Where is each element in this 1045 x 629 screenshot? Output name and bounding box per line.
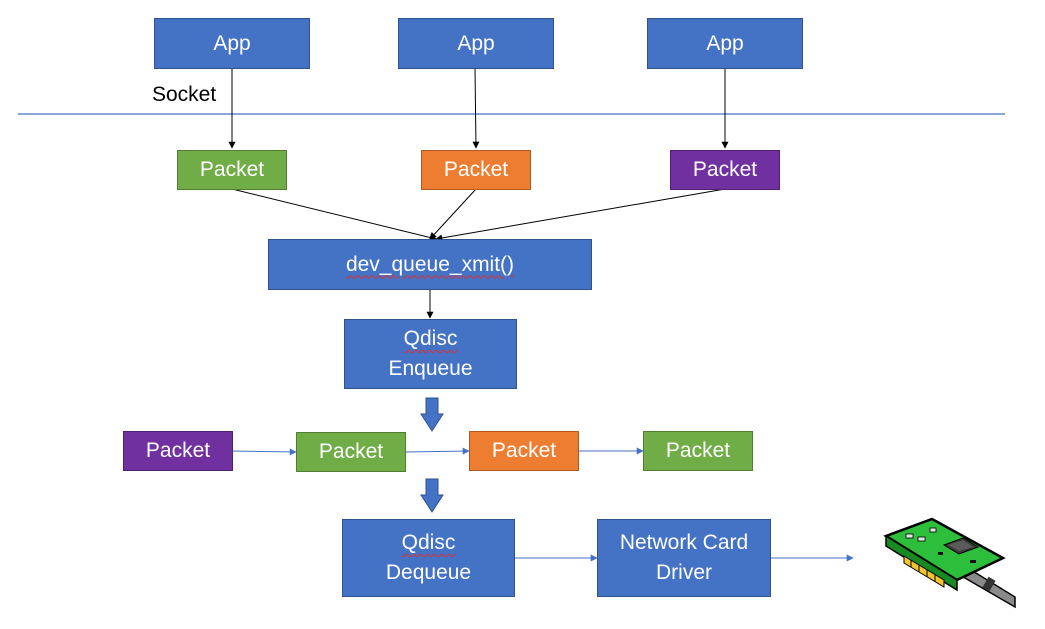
dev-queue-xmit-box: dev_queue_xmit() xyxy=(268,239,592,290)
connector-queue-2-3 xyxy=(405,447,470,455)
network-card-icon xyxy=(883,517,1016,609)
packet-label: Packet xyxy=(318,440,384,463)
qdisc-dequeue-line2: Dequeue xyxy=(385,561,472,584)
packet-box: Packet xyxy=(670,150,780,190)
app-box-label: App xyxy=(213,31,251,55)
connector-packet1-xmit xyxy=(231,188,437,241)
connector-packet3-xmit xyxy=(435,188,726,242)
packet-label: Packet xyxy=(665,439,731,462)
packet-label: Packet xyxy=(145,439,211,462)
app-box-label: App xyxy=(706,31,744,55)
dev-queue-xmit-label: dev_queue_xmit() xyxy=(345,252,515,276)
block-arrow-queue-dequeue xyxy=(420,478,444,513)
packet-label: Packet xyxy=(199,158,265,181)
connector-app2-packet xyxy=(472,67,480,149)
socket-label: Socket xyxy=(152,83,217,106)
packet-label: Packet xyxy=(443,158,509,181)
qdisc-enqueue-line2: Enqueue xyxy=(388,357,473,380)
qdisc-dequeue-box: Qdisc Dequeue xyxy=(342,519,515,597)
qdisc-enqueue-box: Qdisc Enqueue xyxy=(344,319,517,389)
driver-line1: Network Card xyxy=(619,531,749,554)
packet-box: Packet xyxy=(421,150,531,190)
packet-label: Packet xyxy=(692,158,758,181)
queue-packet-box: Packet xyxy=(296,432,406,472)
app-box: App xyxy=(647,18,803,69)
app-box: App xyxy=(154,18,310,69)
packet-box: Packet xyxy=(177,150,287,190)
queue-packet-box: Packet xyxy=(469,431,579,471)
queue-packet-box: Packet xyxy=(123,431,233,471)
connector-packet2-xmit xyxy=(429,188,477,240)
qdisc-dequeue-line1: Qdisc xyxy=(401,531,456,554)
block-arrow-enqueue-queue xyxy=(420,397,444,432)
network-card-driver-box: Network Card Driver xyxy=(597,519,771,597)
app-box-label: App xyxy=(457,31,495,55)
qdisc-enqueue-line1: Qdisc xyxy=(403,327,458,350)
connector-queue-1-2 xyxy=(232,448,297,456)
app-box: App xyxy=(398,18,554,69)
driver-line2: Driver xyxy=(656,561,712,584)
queue-packet-box: Packet xyxy=(643,431,753,471)
packet-label: Packet xyxy=(491,439,557,462)
